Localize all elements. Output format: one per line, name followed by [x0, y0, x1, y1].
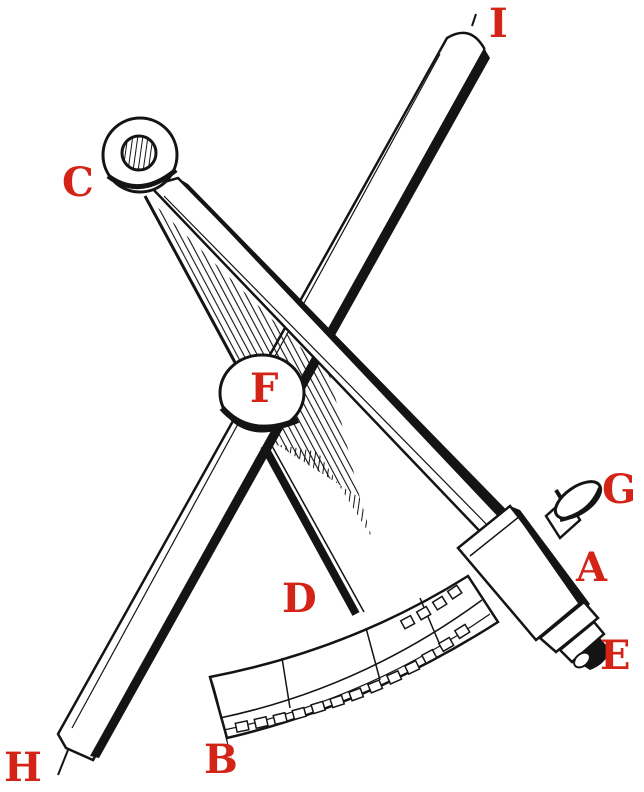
graduated-arc — [208, 574, 500, 760]
label-d: D — [282, 575, 317, 622]
label-e: E — [600, 632, 631, 679]
label-i: I — [489, 0, 508, 47]
label-c: C — [62, 159, 94, 206]
label-a: A — [576, 544, 608, 591]
label-h: H — [4, 744, 42, 791]
screw-g — [544, 480, 603, 540]
hatched-sector — [143, 195, 372, 616]
sight-tube — [456, 504, 610, 670]
label-b: B — [204, 736, 238, 783]
label-f: F — [250, 365, 279, 412]
label-g: G — [602, 466, 637, 513]
pivot-f — [218, 353, 306, 433]
ring-c — [101, 116, 179, 194]
